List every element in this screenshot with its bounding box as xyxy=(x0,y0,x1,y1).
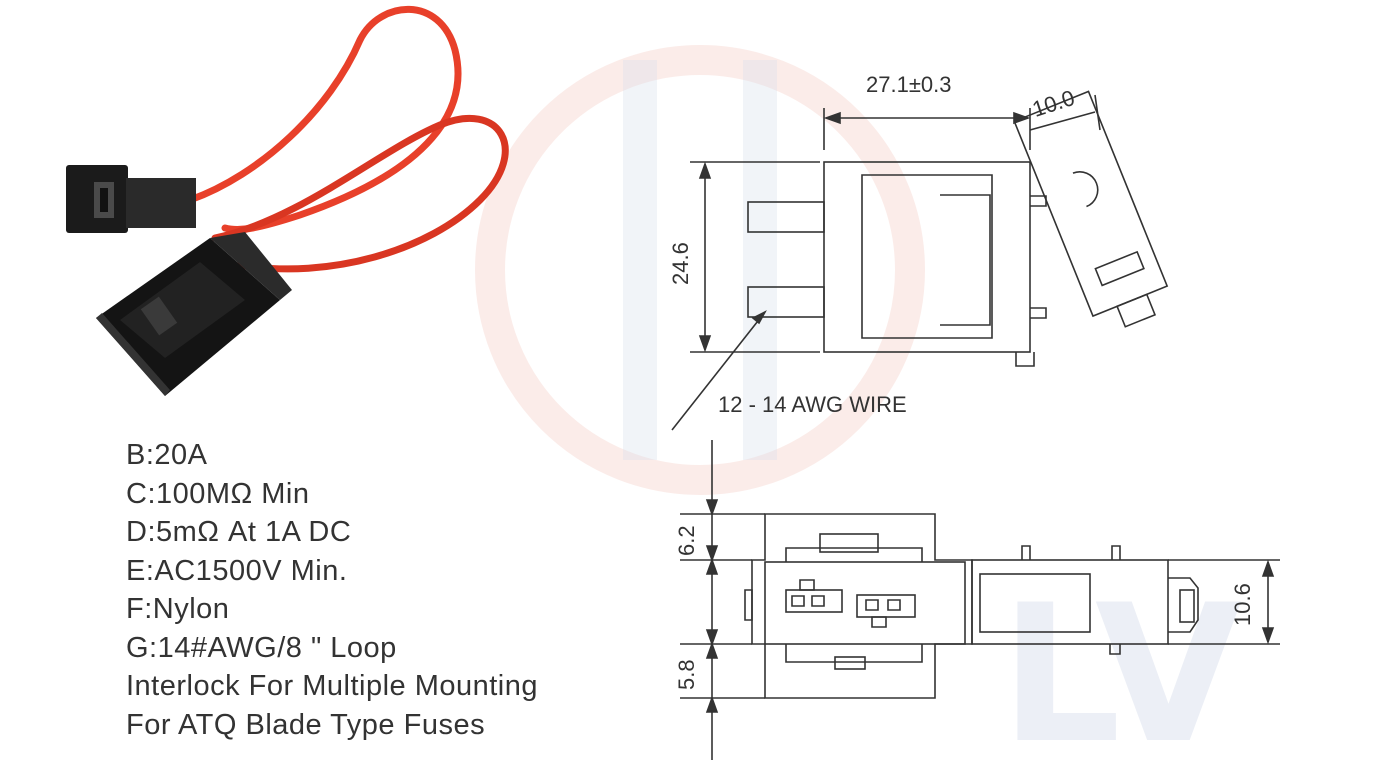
spec-resistance: D:5mΩ At 1A DC xyxy=(126,516,352,548)
spec-voltage: E:AC1500V Min. xyxy=(126,554,348,587)
side-view-drawing xyxy=(671,90,1169,431)
side-body xyxy=(823,161,1031,353)
spec-insulation: C:100MΩ Min xyxy=(126,477,310,510)
dim-bottom-height: 5.8 xyxy=(674,659,699,690)
spec-wire: G:14#AWG/8 " Loop xyxy=(126,631,397,664)
dim-width-top: 27.1±0.3 xyxy=(866,72,951,97)
spec-list: B:20A C:100MΩ Min D:5mΩ At 1A DC E:AC150… xyxy=(126,436,538,744)
blade-left xyxy=(785,589,843,613)
watermark-text: LV xyxy=(1000,564,1242,769)
dim-top-height: 6.2 xyxy=(674,525,699,556)
small-connector xyxy=(66,165,196,233)
dim-right-height: 10.6 xyxy=(1230,583,1255,626)
right-extension xyxy=(971,559,1169,645)
top-view-drawing xyxy=(680,440,1280,760)
pin-upper xyxy=(747,201,825,233)
top-housing-outline xyxy=(751,513,973,699)
wire-label: 12 - 14 AWG WIRE xyxy=(718,392,907,417)
spec-rating: B:20A xyxy=(126,439,208,471)
watermark: LV xyxy=(475,45,1242,769)
dim-height-side: 24.6 xyxy=(668,242,693,285)
product-photo xyxy=(66,5,509,396)
dim-angle-offset: 10.0 xyxy=(1029,85,1077,122)
fuse-holder-housing xyxy=(96,232,292,396)
red-wire-loop-1 xyxy=(186,5,462,233)
pin-lower xyxy=(747,286,825,318)
red-wire-loop-2 xyxy=(211,115,509,273)
spec-fuse-type: For ATQ Blade Type Fuses xyxy=(126,708,486,741)
spec-interlock: Interlock For Multiple Mounting xyxy=(126,670,538,702)
spec-material: F:Nylon xyxy=(126,593,230,625)
